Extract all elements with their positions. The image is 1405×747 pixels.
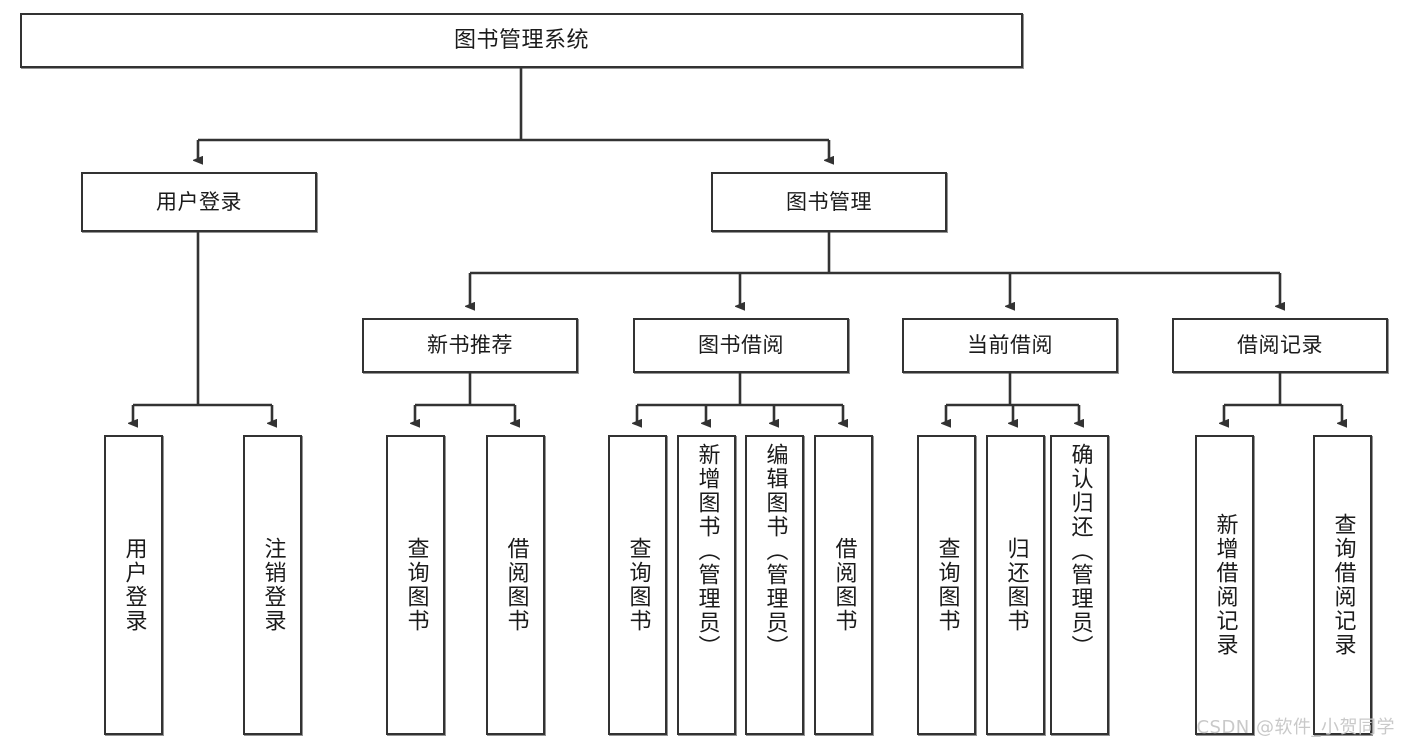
node-label: 当前借阅 xyxy=(967,333,1053,358)
leaf-node[interactable]: 用户登录 xyxy=(104,435,163,735)
node-label: 注销登录 xyxy=(260,537,286,633)
node-label: 确认归还（管理员） xyxy=(1067,443,1093,659)
node-label: 归还图书 xyxy=(1003,537,1029,633)
node-label: 图书借阅 xyxy=(698,333,784,358)
leaf-node[interactable]: 查询图书 xyxy=(917,435,976,735)
node-label: 新增借阅记录 xyxy=(1212,513,1238,657)
node-label: 新书推荐 xyxy=(427,333,513,358)
node-borrow-record[interactable]: 借阅记录 xyxy=(1172,318,1388,373)
leaf-node[interactable]: 借阅图书 xyxy=(814,435,873,735)
leaf-node[interactable]: 编辑图书（管理员） xyxy=(745,435,804,735)
node-label: 用户登录 xyxy=(121,537,147,633)
node-book-borrow[interactable]: 图书借阅 xyxy=(633,318,849,373)
node-label: 图书管理系统 xyxy=(453,27,589,53)
node-book-management[interactable]: 图书管理 xyxy=(711,172,947,232)
leaf-node[interactable]: 归还图书 xyxy=(986,435,1045,735)
node-label: 借阅图书 xyxy=(503,537,529,633)
node-label: 查询图书 xyxy=(625,537,651,633)
leaf-node[interactable]: 新增图书（管理员） xyxy=(677,435,736,735)
node-label: 新增图书（管理员） xyxy=(694,443,720,659)
leaf-node[interactable]: 查询图书 xyxy=(386,435,445,735)
leaf-node[interactable]: 借阅图书 xyxy=(486,435,545,735)
node-label: 借阅记录 xyxy=(1237,333,1323,358)
node-current-borrow[interactable]: 当前借阅 xyxy=(902,318,1118,373)
node-root-system[interactable]: 图书管理系统 xyxy=(20,13,1023,68)
leaf-node[interactable]: 新增借阅记录 xyxy=(1195,435,1254,735)
leaf-node[interactable]: 注销登录 xyxy=(243,435,302,735)
node-user-login[interactable]: 用户登录 xyxy=(81,172,317,232)
node-label: 查询图书 xyxy=(934,537,960,633)
node-label: 查询图书 xyxy=(403,537,429,633)
leaf-node[interactable]: 确认归还（管理员） xyxy=(1050,435,1109,735)
leaf-node[interactable]: 查询图书 xyxy=(608,435,667,735)
node-label: 借阅图书 xyxy=(831,537,857,633)
leaf-node[interactable]: 查询借阅记录 xyxy=(1313,435,1372,735)
node-label: 查询借阅记录 xyxy=(1330,513,1356,657)
node-label: 编辑图书（管理员） xyxy=(762,443,788,659)
node-label: 用户登录 xyxy=(156,189,242,214)
node-new-book-recommend[interactable]: 新书推荐 xyxy=(362,318,578,373)
node-label: 图书管理 xyxy=(786,189,872,214)
